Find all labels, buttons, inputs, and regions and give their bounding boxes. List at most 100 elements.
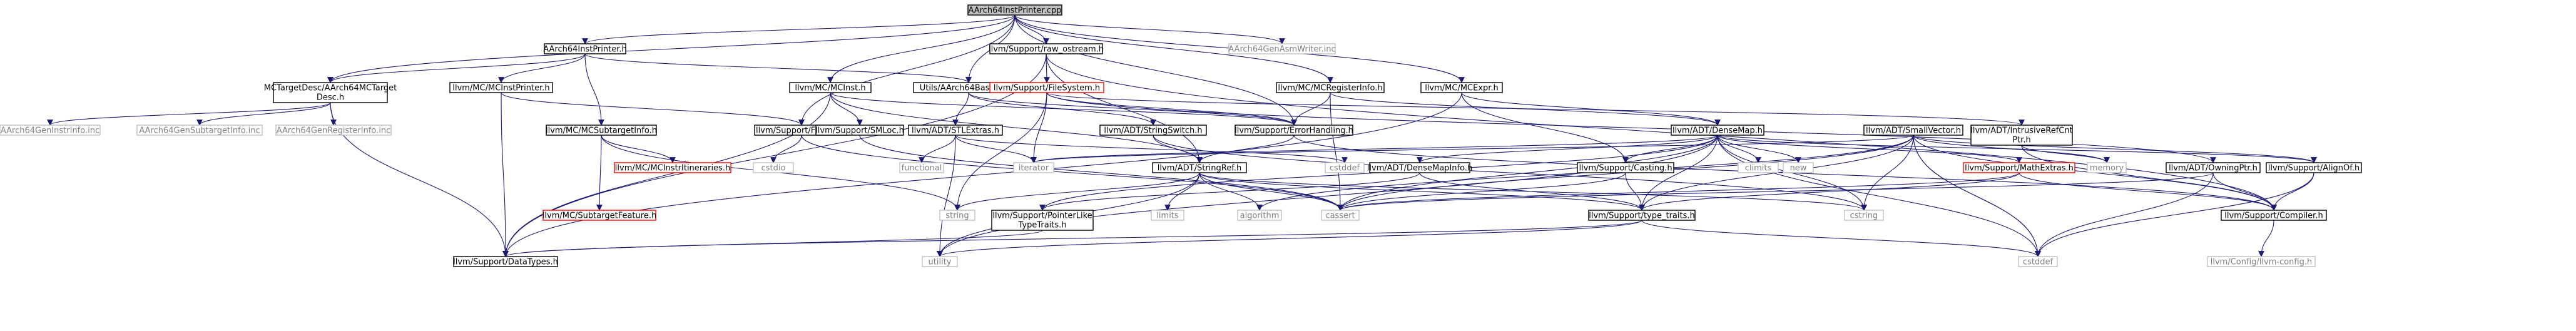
node-llvm-support-type-traits-h[interactable]: llvm/Support/type_traits.h — [1588, 210, 1696, 221]
node-llvm-support-alignof-h[interactable]: llvm/Support/AlignOf.h — [2266, 162, 2362, 173]
node-box — [1237, 210, 1282, 221]
node-aarch64instprinter-h[interactable]: AArch64InstPrinter.h — [543, 43, 627, 54]
node-llvm-mc-mcinstprinter-h[interactable]: llvm/MC/MCInstPrinter.h — [449, 82, 553, 93]
node-llvm-adt-owningptr-h[interactable]: llvm/ADT/OwningPtr.h — [2166, 162, 2261, 173]
node-llvm-support-errorhandling-h[interactable]: llvm/Support/ErrorHandling.h — [1235, 125, 1353, 136]
edge-root-to-format — [798, 14, 1016, 126]
node-label: llvm/Support/ErrorHandling.h — [1235, 126, 1353, 136]
node-limits: limits — [1151, 210, 1184, 221]
node-llvm-adt-stlextras-h[interactable]: llvm/ADT/STLExtras.h — [908, 125, 1003, 136]
node-llvm-support-smloc-h[interactable]: llvm/Support/SMLoc.h — [815, 125, 904, 136]
node-llvm-mc-mcexpr-h[interactable]: llvm/MC/MCExpr.h — [1420, 82, 1503, 93]
node-box — [922, 256, 958, 267]
edge-root-to-mcinst — [827, 14, 1016, 83]
node-llvm-support-casting-h[interactable]: llvm/Support/Casting.h — [1577, 162, 1674, 173]
node-box — [2221, 210, 2327, 221]
node-box — [1276, 82, 1385, 93]
edge-owningptr-to-cassert — [1337, 172, 2214, 211]
node-label: llvm/Support/PointerLike — [992, 211, 1092, 221]
node-llvm-adt-densemap-h[interactable]: llvm/ADT/DenseMap.h — [1671, 125, 1764, 136]
node-cassert: cassert — [1321, 210, 1360, 221]
node-label: llvm/Support/Compiler.h — [2224, 211, 2323, 221]
node-aarch64instprinter-cpp: AArch64InstPrinter.cpp — [967, 4, 1062, 16]
node-aarch64genregisterinfo-inc: AArch64GenRegisterInfo.inc — [275, 125, 392, 136]
edge-densemap-to-cassert — [1337, 135, 1718, 211]
node-label: llvm/Support/MathExtras.h — [1965, 164, 2074, 173]
node-llvm-mc-mcinst-h[interactable]: llvm/MC/MCInst.h — [789, 82, 872, 93]
node-label: MCTargetDesc/AArch64MCTarget — [264, 84, 397, 93]
node-box — [1783, 162, 1814, 173]
node-label: llvm/MC/MCInst.h — [795, 84, 865, 93]
edge-mathextras-to-cassert — [1337, 172, 2020, 211]
node-label: llvm/ADT/StringRef.h — [1158, 164, 1241, 173]
node-label: limits — [1156, 211, 1179, 221]
edge-aip_h-to-mcsubtargetinfo — [584, 53, 604, 126]
node-label: cstddef — [1330, 164, 1360, 173]
node-llvm-adt-densemapinfo-h[interactable]: llvm/ADT/DenseMapInfo.h — [1367, 162, 1472, 173]
node-llvm-mc-mcsubtargetinfo-h[interactable]: llvm/MC/MCSubtargetInfo.h — [546, 125, 657, 136]
node-llvm-mc-subtargetfeature-h[interactable]: llvm/MC/SubtargetFeature.h — [542, 210, 656, 221]
edge-densemap-to-casting — [1622, 135, 1718, 163]
node-llvm-support-raw-ostream-h[interactable]: llvm/Support/raw_ostream.h — [989, 43, 1104, 54]
node-new: new — [1783, 162, 1814, 173]
node-llvm-support-compiler-h[interactable]: llvm/Support/Compiler.h — [2221, 210, 2327, 221]
edge-stringref-to-string — [954, 172, 1200, 211]
edge-smallvector-to-iterator — [1031, 135, 1914, 163]
node-box — [2018, 256, 2058, 267]
node-label: string — [945, 211, 969, 221]
node-label: llvm/Support/FileSystem.h — [994, 84, 1100, 93]
edge-filesystem-to-intrusive — [1046, 92, 2025, 126]
edge-stlextras-to-functional — [919, 135, 956, 163]
node-aarch64gensubtargetinfo-inc: AArch64GenSubtargetInfo.inc — [136, 125, 263, 136]
node-box — [275, 125, 392, 136]
node-label: llvm/ADT/IntrusiveRefCnt — [1970, 126, 2072, 136]
node-label: llvm/Support/type_traits.h — [1589, 211, 1695, 221]
node-functional: functional — [899, 162, 944, 173]
node-memory: memory — [2087, 162, 2127, 173]
node-label: llvm/ADT/SmallVector.h — [1866, 126, 1961, 136]
edge-typetraits-to-utility — [937, 220, 1642, 257]
node-label: llvm/MC/SubtargetFeature.h — [542, 211, 656, 221]
edge-root-to-genasm — [1014, 14, 1285, 44]
node-label: algorithm — [1240, 211, 1280, 221]
node-box — [1235, 125, 1353, 136]
node-label: llvm/ADT/DenseMap.h — [1672, 126, 1763, 136]
node-label: llvm/ADT/StringSwitch.h — [1104, 126, 1202, 136]
node-label: climits — [1745, 164, 1772, 173]
node-label: llvm/Config/llvm-config.h — [2211, 258, 2312, 267]
node-llvm-adt-smallvector-h[interactable]: llvm/ADT/SmallVector.h — [1863, 125, 1963, 136]
edge-mcexpr-to-densemap — [1461, 92, 1721, 126]
node-llvm-support-filesystem-h[interactable]: llvm/Support/FileSystem.h — [989, 82, 1104, 93]
node-label: AArch64GenRegisterInfo.inc — [277, 126, 390, 136]
node-box — [753, 162, 794, 173]
edge-mcsubtargetinfo-to-mcsubtargetfeature — [596, 135, 603, 211]
node-label: AArch64GenSubtargetInfo.inc — [139, 126, 260, 136]
node-cstddef: cstddef — [2018, 256, 2058, 267]
edge-mcinstprinter-to-format — [501, 92, 805, 126]
node-llvm-support-mathextras-h[interactable]: llvm/Support/MathExtras.h — [1963, 162, 2075, 173]
edge-mcreginfo-to-densemap — [1330, 92, 1721, 126]
node-box — [1671, 125, 1764, 136]
edge-format-to-cassert — [801, 135, 1343, 211]
edge-mcexpr-to-datatypes — [502, 92, 1462, 257]
node-label: memory — [2090, 164, 2124, 173]
node-label: llvm/MC/MCExpr.h — [1425, 84, 1499, 93]
edge-smallvector-to-alignof — [1913, 135, 2317, 163]
node-box — [991, 210, 1094, 231]
node-llvm-mc-mcinstritineraries-h[interactable]: llvm/MC/MCInstrItineraries.h — [614, 162, 731, 173]
edge-mathextras-to-compiler — [2019, 172, 2277, 211]
node-llvm-adt-stringswitch-h[interactable]: llvm/ADT/StringSwitch.h — [1099, 125, 1207, 136]
edge-intrusive-to-memory — [2021, 145, 2110, 163]
node-box — [1228, 43, 1336, 54]
node-llvm-adt-stringref-h[interactable]: llvm/ADT/StringRef.h — [1152, 162, 1247, 173]
node-llvm-support-datatypes-h[interactable]: llvm/Support/DataTypes.h — [453, 256, 558, 267]
node-llvm-mc-mcregisterinfo-h[interactable]: llvm/MC/MCRegisterInfo.h — [1276, 82, 1385, 93]
node-label: llvm/ADT/STLExtras.h — [912, 126, 999, 136]
edge-densemap-to-densemapinfo — [1417, 135, 1718, 163]
edge-filesystem-to-owningptr — [1046, 92, 2216, 163]
node-aarch64genasmwriter-inc: AArch64GenAsmWriter.inc — [1228, 43, 1336, 54]
node-cstring: cstring — [1844, 210, 1884, 221]
